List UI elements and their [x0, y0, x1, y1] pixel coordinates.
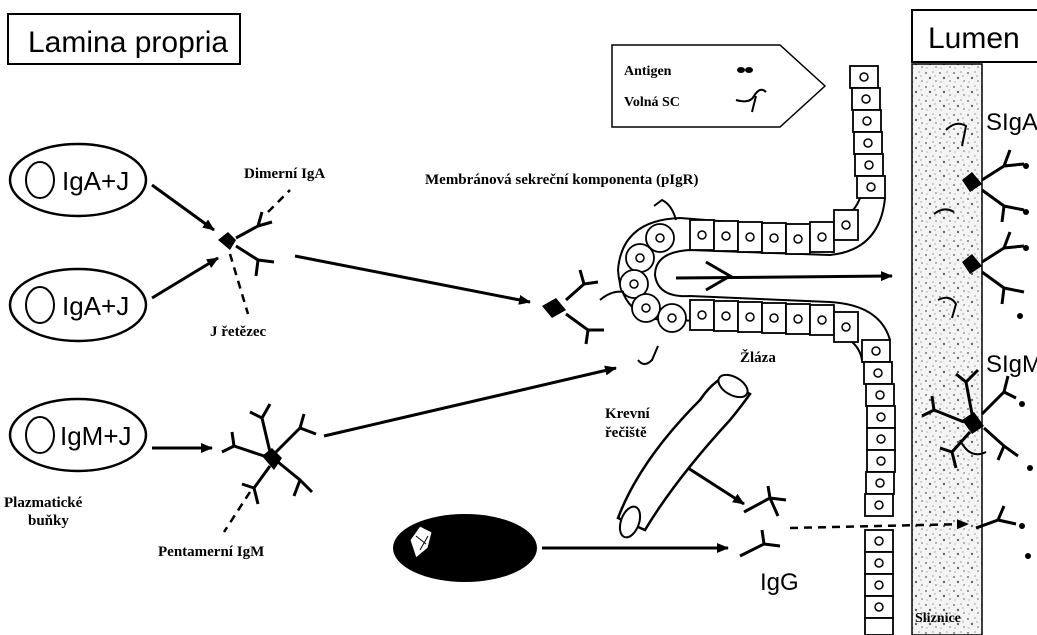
dimeric-iga-label: Dimerní IgA — [244, 166, 325, 182]
dark-cell — [393, 514, 537, 582]
blood-vessel — [616, 370, 751, 540]
j-chain-label: J řetězec — [210, 324, 267, 340]
lumen-label: Lumen — [928, 22, 1020, 55]
igg-molecules — [740, 486, 786, 556]
blood-vessel-label-2: řečiště — [605, 425, 647, 441]
pigr-label: Membránová sekreční komponenta (pIgR) — [425, 172, 698, 188]
mucosa-band — [912, 64, 982, 635]
cell-iga-label-1: IgA+J — [62, 166, 129, 196]
lamina-propria-label: Lamina propria — [28, 26, 228, 59]
cell-iga-label-2: IgA+J — [62, 291, 129, 321]
dimeric-iga — [218, 190, 290, 314]
arrow-igm-to-pigr — [324, 368, 616, 436]
iga-pigr-complex — [542, 270, 624, 344]
pentameric-igm-label: Pentamerní IgM — [158, 544, 264, 560]
igg-label: IgG — [760, 569, 799, 596]
blood-vessel-label-1: Krevní — [605, 406, 651, 422]
gland-arrow-head — [706, 262, 730, 290]
lumen-box: Lumen — [912, 10, 1037, 62]
sigm-label: SIgM — [986, 351, 1037, 378]
arrow-iga2-to-dimer — [152, 258, 218, 298]
legend: Antigen Volná SC — [612, 45, 825, 127]
gland-label: Žláza — [740, 349, 776, 366]
mucosa-label: Sliznice — [915, 611, 961, 626]
plasma-cell-iga-2: IgA+J — [10, 269, 146, 341]
pigr-bottom — [638, 346, 658, 364]
legend-antigen-label: Antigen — [624, 64, 672, 79]
pentameric-igm — [222, 404, 316, 532]
plasma-cells-label-2: buňky — [28, 513, 69, 529]
cell-igm-label: IgM+J — [60, 421, 132, 451]
lamina-propria-box: Lamina propria — [8, 14, 240, 64]
pigr-top — [654, 200, 676, 220]
arrow-vessel-to-igg — [688, 468, 744, 504]
plasma-cell-iga-1: IgA+J — [10, 144, 146, 216]
arrow-dimer-to-pigr — [295, 256, 530, 302]
plasma-cell-igm: IgM+J — [10, 399, 146, 471]
epithelium-column — [850, 66, 895, 635]
arrow-gland-transport — [676, 276, 892, 278]
lumen-igg — [976, 506, 1031, 559]
arrow-iga1-to-dimer — [152, 185, 214, 230]
siga-label: SIgA — [986, 109, 1037, 136]
gland — [618, 198, 890, 360]
plasma-cells-label-1: Plazmatické — [4, 495, 83, 511]
legend-free-sc-label: Volná SC — [624, 95, 680, 110]
